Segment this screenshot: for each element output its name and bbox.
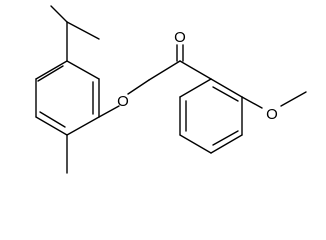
ring2-bond-f xyxy=(179,78,212,98)
ring1-bond-a-inner xyxy=(37,65,64,82)
molecule-drawing: O O O xyxy=(35,5,307,174)
carbonyl-group xyxy=(176,44,212,80)
ring2-bond-d xyxy=(179,134,212,154)
bond-methoxy-oxygen-to-methyl xyxy=(280,91,307,107)
bond-ether-oxygen-to-ch2 xyxy=(127,79,150,95)
bond-ch2-to-carbonyl xyxy=(148,60,181,81)
methoxy-oxygen-label: O xyxy=(266,106,278,123)
ring1-bond-c-inner xyxy=(39,111,66,128)
right-benzene-ring xyxy=(179,78,243,154)
ring2-bond-a xyxy=(210,78,243,98)
structure-canvas: O O O xyxy=(35,5,307,174)
bond-carbonyl-to-ring xyxy=(179,60,212,80)
ring1-bond-a xyxy=(35,60,68,80)
ring1-bond-f xyxy=(66,60,100,80)
carbonyl-oxygen-label: O xyxy=(174,29,186,46)
ring1-bond-c xyxy=(35,116,68,136)
ether-oxygen-label: O xyxy=(117,93,129,110)
bond-isopropyl-ch-to-methyl-left xyxy=(50,5,68,23)
bond-ring-to-ether-oxygen xyxy=(98,105,120,118)
isopropyl-group xyxy=(50,5,100,62)
ether-linkage xyxy=(98,60,181,118)
ring2-bond-a-inner xyxy=(212,86,239,102)
bond-ring-to-methoxy-oxygen xyxy=(241,96,263,109)
methoxy-group xyxy=(241,91,307,109)
ring2-bond-c xyxy=(210,134,243,154)
ring1-bond-d xyxy=(66,116,100,136)
ring2-bond-c-inner xyxy=(212,130,239,146)
left-benzene-ring xyxy=(35,60,100,136)
bond-isopropyl-ch-to-methyl-right xyxy=(66,21,100,40)
